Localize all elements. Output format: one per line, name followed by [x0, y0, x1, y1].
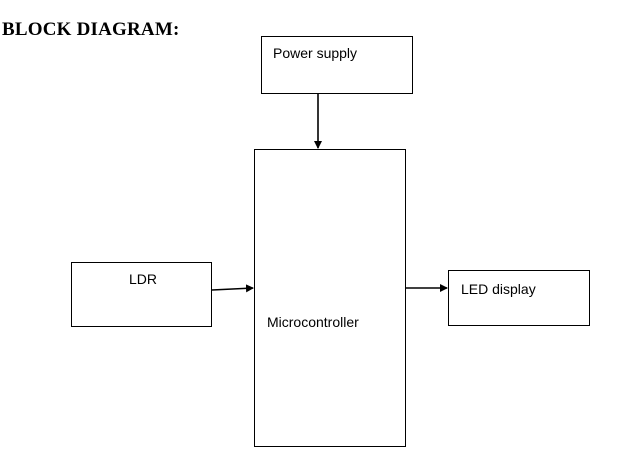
ldr-block: LDR	[71, 262, 212, 327]
ldr-label: LDR	[129, 271, 158, 287]
diagram-heading: BLOCK DIAGRAM:	[2, 19, 180, 40]
power-supply-block: Power supply	[261, 36, 413, 94]
power-supply-label: Power supply	[273, 45, 358, 61]
microcontroller-block: Microcontroller	[254, 149, 406, 447]
arrow-ldr-to-microcontroller	[211, 284, 254, 293]
led-display-label: LED display	[461, 281, 536, 297]
led-display-block: LED display	[448, 270, 590, 326]
microcontroller-label: Microcontroller	[267, 314, 359, 330]
